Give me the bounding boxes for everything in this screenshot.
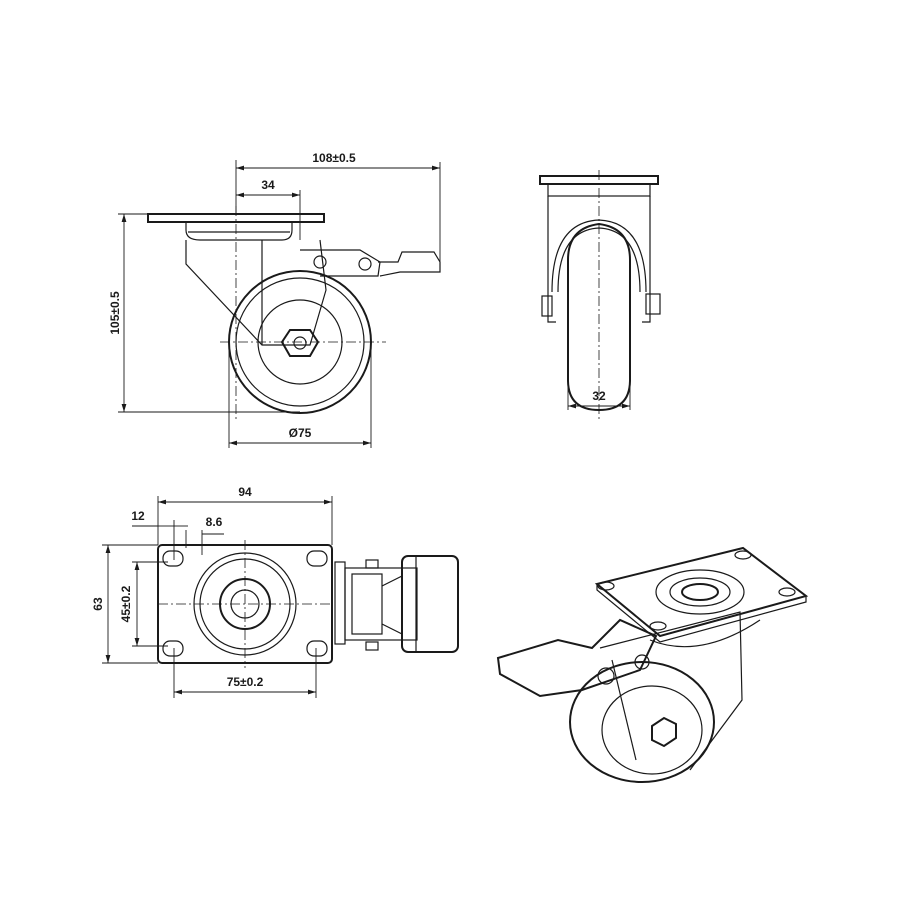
dim-hole-spacing-x: 75±0.2 <box>227 675 264 689</box>
iso-wheel-hub <box>601 685 703 775</box>
iso-bearing <box>681 583 719 601</box>
iso-mounting-hole-2 <box>734 550 752 560</box>
dim-plate-length: 94 <box>238 485 252 499</box>
isometric-view <box>496 546 809 783</box>
mounting-hole-bl <box>162 640 184 657</box>
front-axle-nut-right <box>645 293 661 315</box>
iso-brake-pedal <box>496 618 658 698</box>
iso-brake-pin <box>634 654 650 670</box>
side-axle <box>293 336 307 350</box>
front-view: 32 <box>539 170 661 420</box>
iso-mounting-hole-4 <box>649 621 667 631</box>
top-brake-pin-top <box>365 559 379 569</box>
iso-fork-leg <box>611 659 637 761</box>
iso-fork <box>599 611 743 771</box>
mounting-hole-tr <box>306 550 328 567</box>
iso-housing <box>649 619 761 648</box>
dim-offset: 34 <box>261 178 275 192</box>
dim-hole-spacing-y: 45±0.2 <box>119 585 133 622</box>
side-fork <box>185 239 327 346</box>
side-brake-pivot <box>313 255 327 269</box>
front-axle-nut-left <box>541 295 553 317</box>
top-brake-link-bottom <box>381 623 403 635</box>
iso-mounting-hole-1 <box>597 581 615 591</box>
top-brake-pedal <box>401 555 459 653</box>
dim-overall-width: 108±0.5 <box>312 151 356 165</box>
iso-top-plate-thickness <box>596 584 807 643</box>
iso-brake-pivot <box>597 667 615 685</box>
iso-swivel-outer <box>655 569 745 615</box>
iso-mounting-hole-3 <box>778 587 796 597</box>
side-axle-nut <box>280 329 320 357</box>
dim-plate-width: 63 <box>91 597 105 611</box>
dim-hole-offset: 12 <box>131 509 145 523</box>
iso-wheel <box>569 661 715 783</box>
dim-height: 105±0.5 <box>108 291 122 335</box>
top-view: 94 12 8.6 63 45±0.2 75±0.2 <box>91 485 459 698</box>
front-fork-right <box>642 196 651 323</box>
top-brake-link-top <box>381 575 403 587</box>
side-swivel-housing <box>185 222 293 241</box>
dim-wheel-width: 32 <box>592 389 606 403</box>
front-fork-left <box>547 196 556 323</box>
top-brake-pin-bottom <box>365 641 379 651</box>
dim-hole-diameter: 8.6 <box>206 515 223 529</box>
dim-wheel-diameter: Ø75 <box>289 426 312 440</box>
mounting-hole-tl <box>162 550 184 567</box>
side-brake-pedal <box>378 251 441 277</box>
front-arch-inner <box>557 227 641 293</box>
top-brake-body <box>344 567 418 641</box>
top-brake-arm <box>351 573 383 635</box>
iso-axle-nut <box>651 716 677 748</box>
mounting-hole-br <box>306 640 328 657</box>
side-view: 108±0.5 34 105±0.5 Ø75 <box>108 151 441 448</box>
side-brake-pin <box>358 257 372 271</box>
iso-swivel-ring <box>669 577 731 607</box>
front-arch-outer <box>551 219 647 293</box>
top-brake-bracket <box>334 561 346 645</box>
